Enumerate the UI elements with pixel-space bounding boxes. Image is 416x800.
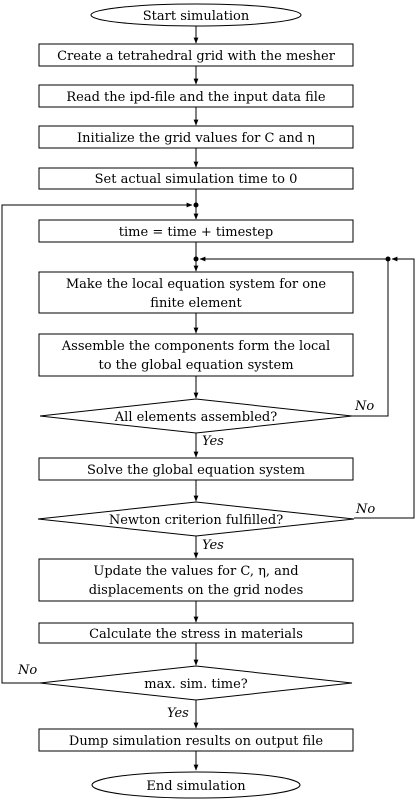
edge-d3-no-loop — [1, 202, 193, 684]
decision-max-time-text: max. sim. time? — [144, 677, 247, 692]
box-calculate-stress — [38, 622, 354, 644]
junction-dot-newton-loop — [385, 256, 391, 262]
box-read-input — [38, 84, 354, 108]
decision-max-time — [39, 665, 353, 701]
box-assemble — [38, 333, 354, 377]
edge-d2-no-loop — [354, 256, 415, 519]
box-set-time-text: Set actual simulation time to 0 — [95, 172, 298, 187]
box-update-values-text-2: displacements on the grid nodes — [89, 583, 304, 598]
box-solve-global-text: Solve the global equation system — [87, 463, 305, 478]
box-time-step-text: time = time + timestep — [119, 225, 273, 240]
decision-all-elements-text: All elements assembled? — [114, 410, 277, 425]
box-read-input-text: Read the ipd-file and the input data fil… — [66, 90, 326, 105]
box-local-equation-text-1: Make the local equation system for one — [66, 277, 327, 292]
box-create-grid-text: Create a tetrahedral grid with the meshe… — [57, 49, 336, 64]
label-d3-no: No — [17, 663, 37, 678]
start-text: Start simulation — [143, 9, 250, 24]
box-update-values-text-1: Update the values for C, η, and — [93, 564, 298, 579]
decision-newton — [37, 501, 355, 537]
box-dump-results-text: Dump simulation results on output file — [69, 734, 323, 749]
box-create-grid — [38, 43, 354, 67]
box-time-step — [38, 219, 354, 243]
label-d2-yes: Yes — [202, 538, 224, 553]
edge-d1-no-loop — [199, 256, 389, 417]
box-solve-global — [38, 457, 354, 481]
label-d2-no: No — [355, 502, 375, 517]
label-d3-yes: Yes — [167, 706, 189, 721]
box-local-equation — [38, 271, 354, 314]
box-dump-results — [38, 728, 354, 752]
box-assemble-text-1: Assemble the components form the local — [61, 339, 330, 354]
decision-all-elements — [39, 398, 353, 434]
end-text: End simulation — [146, 779, 246, 794]
box-local-equation-text-2: finite element — [150, 296, 242, 311]
box-calculate-stress-text: Calculate the stress in materials — [89, 627, 303, 642]
label-d1-no: No — [354, 399, 374, 414]
box-set-time — [38, 167, 354, 190]
junction-dot-time-loop — [193, 202, 199, 208]
box-initialize-grid-text: Initialize the grid values for C and η — [77, 131, 315, 146]
junction-dot-element-loop — [193, 256, 199, 262]
loop-edges — [1, 202, 415, 684]
box-assemble-text-2: to the global equation system — [98, 358, 293, 373]
label-d1-yes: Yes — [202, 434, 224, 449]
decision-newton-text: Newton criterion fulfilled? — [109, 513, 283, 528]
box-update-values — [38, 558, 354, 602]
end-terminal — [91, 771, 301, 799]
start-terminal — [90, 3, 302, 27]
box-initialize-grid — [38, 125, 354, 149]
